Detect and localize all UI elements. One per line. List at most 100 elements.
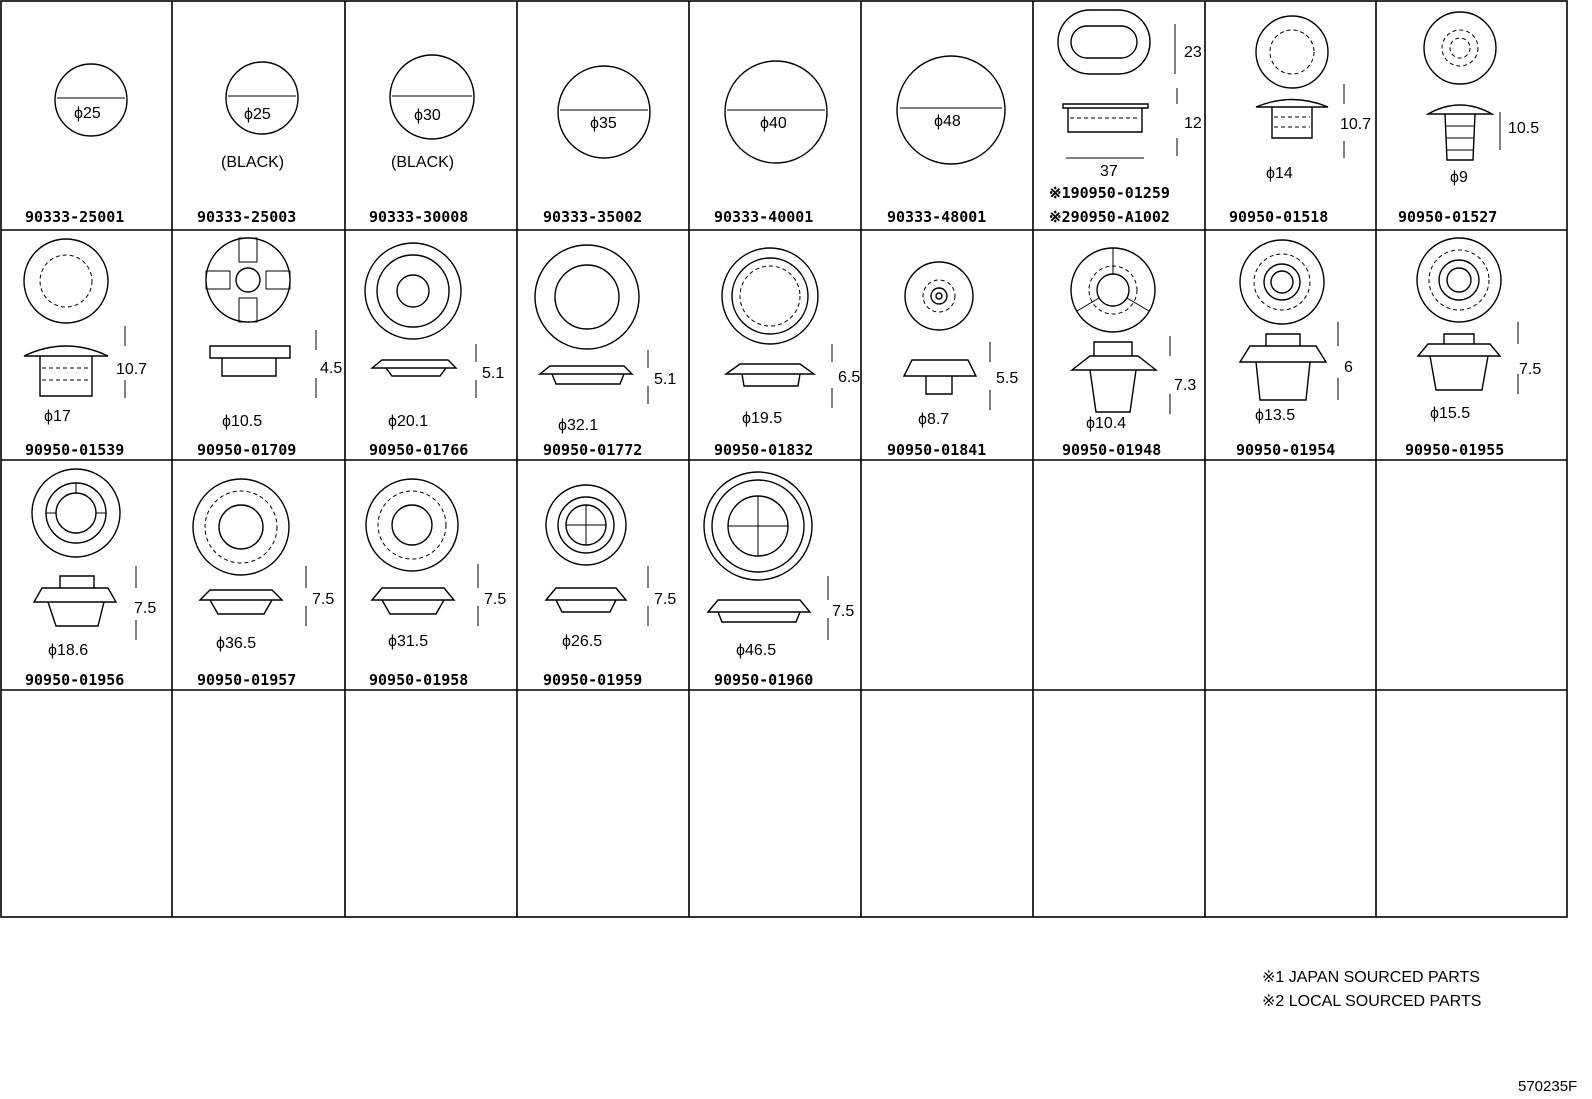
color-note: (BLACK) bbox=[391, 154, 454, 171]
part-cell: ϕ35 90333-35002 bbox=[543, 65, 651, 226]
dimension-label: ϕ35 bbox=[590, 115, 617, 132]
center-hole bbox=[554, 264, 620, 330]
plug-stem-profile bbox=[1444, 113, 1476, 161]
center-hole bbox=[1096, 273, 1130, 307]
part-number: 90950-01956 bbox=[25, 671, 124, 689]
center-ring bbox=[1263, 263, 1301, 301]
plug-side-view bbox=[1416, 333, 1502, 391]
plug-top-view bbox=[557, 65, 651, 159]
dimension-label: ϕ26.5 bbox=[562, 633, 602, 650]
grid-lines bbox=[0, 0, 1568, 918]
part-number: 90333-35002 bbox=[543, 208, 642, 226]
part-number: 90950-01948 bbox=[1062, 441, 1161, 459]
oval-inner bbox=[1070, 25, 1138, 59]
part-cell: ϕ40 90333-40001 bbox=[714, 60, 828, 226]
part-cell: 7.5 ϕ36.5 90950-01957 bbox=[192, 478, 334, 689]
dimension-label: 23 bbox=[1184, 44, 1202, 61]
dimension-label: 7.5 bbox=[484, 591, 506, 608]
plug-side-view bbox=[544, 587, 628, 613]
plug-side-view bbox=[538, 365, 634, 385]
part-number: 90333-30008 bbox=[369, 208, 468, 226]
part-number: 90950-01527 bbox=[1398, 208, 1497, 226]
part-cell: 4.5 ϕ10.5 90950-01709 bbox=[197, 237, 342, 459]
part-number: 90950-01957 bbox=[197, 671, 296, 689]
plug-top-view bbox=[1255, 15, 1329, 89]
part-number: 90950-01518 bbox=[1229, 208, 1328, 226]
dimension-label: ϕ30 bbox=[414, 107, 441, 124]
rib bbox=[265, 270, 291, 290]
dimension-label: 5.5 bbox=[996, 370, 1018, 387]
dimension-label: ϕ48 bbox=[934, 113, 961, 130]
center-hole bbox=[235, 267, 261, 293]
part-number: 90950-01539 bbox=[25, 441, 124, 459]
legend-japan: ※1 JAPAN SOURCED PARTS bbox=[1262, 969, 1480, 986]
part-cell: 23 12 37 ※190950-01259 ※290950-A1002 bbox=[1049, 9, 1202, 226]
hidden-circle bbox=[39, 254, 93, 308]
part-number: ※190950-01259 bbox=[1049, 184, 1170, 202]
plug-top-view bbox=[721, 247, 819, 345]
part-number: 90333-48001 bbox=[887, 208, 986, 226]
part-number: 90333-40001 bbox=[714, 208, 813, 226]
dimension-label: ϕ19.5 bbox=[742, 410, 782, 427]
plug-top-view bbox=[23, 238, 109, 324]
dimension-label: 10.5 bbox=[1508, 120, 1539, 137]
plug-top-view bbox=[54, 63, 128, 137]
part-number: 90950-01959 bbox=[543, 671, 642, 689]
rib-line bbox=[1076, 297, 1100, 312]
part-number: 90950-01841 bbox=[887, 441, 986, 459]
dimension-label: ϕ17 bbox=[44, 408, 71, 425]
legend-local: ※2 LOCAL SOURCED PARTS bbox=[1262, 993, 1482, 1010]
rib bbox=[205, 270, 231, 290]
part-cell: 10.7 ϕ17 90950-01539 bbox=[23, 238, 147, 459]
dimension-label: ϕ32.1 bbox=[558, 417, 598, 434]
plug-side-view bbox=[1069, 341, 1159, 413]
part-cell: 7.5 ϕ26.5 90950-01959 bbox=[543, 484, 676, 689]
dimension-label: 10.7 bbox=[1340, 116, 1371, 133]
color-note: (BLACK) bbox=[221, 154, 284, 171]
plug-top-view bbox=[703, 471, 813, 581]
part-cell: 7.5 ϕ18.6 90950-01956 bbox=[25, 468, 156, 689]
oval-top-view bbox=[1057, 9, 1151, 75]
plug-inner-ring bbox=[557, 496, 615, 554]
part-cell: 10.5 ϕ9 90950-01527 bbox=[1398, 11, 1539, 226]
plug-top-view bbox=[225, 61, 299, 135]
plug-side-view bbox=[1238, 333, 1328, 401]
plug-side-view bbox=[902, 359, 978, 395]
plug-top-view bbox=[724, 60, 828, 164]
part-cell: ϕ30 (BLACK) 90333-30008 bbox=[369, 54, 475, 226]
plug-top-view bbox=[31, 468, 121, 558]
part-cell: 5.1 ϕ20.1 90950-01766 bbox=[364, 242, 504, 459]
part-cell: ϕ48 90333-48001 bbox=[887, 55, 1006, 226]
hidden-circle bbox=[1269, 29, 1315, 75]
dimension-label: 10.7 bbox=[116, 361, 147, 378]
hidden-circle bbox=[739, 265, 801, 327]
hidden-circle bbox=[922, 279, 956, 313]
plug-cap-profile bbox=[1425, 104, 1495, 115]
plug-cap-profile bbox=[23, 345, 109, 357]
part-cell: 6 ϕ13.5 90950-01954 bbox=[1236, 239, 1353, 459]
hidden-circle bbox=[377, 490, 447, 560]
part-number: 90950-01766 bbox=[369, 441, 468, 459]
center-hole bbox=[396, 274, 430, 308]
part-cell: 7.5 ϕ31.5 90950-01958 bbox=[365, 478, 506, 689]
part-number: 90950-01958 bbox=[369, 671, 468, 689]
plug-side-view bbox=[32, 575, 118, 627]
plug-side-view bbox=[706, 599, 812, 623]
plug-top-view bbox=[365, 478, 459, 572]
plug-inner-ring bbox=[731, 257, 809, 335]
plug-top-view bbox=[364, 242, 462, 340]
diagram-reference-code: 570235F bbox=[1518, 1078, 1578, 1095]
dimension-label: ϕ10.5 bbox=[222, 413, 262, 430]
rib bbox=[238, 237, 258, 263]
plug-top-view bbox=[205, 237, 291, 323]
rib-line bbox=[1126, 297, 1150, 312]
center-ring bbox=[930, 287, 948, 305]
plug-top-view bbox=[1416, 237, 1502, 323]
part-number-alt: ※290950-A1002 bbox=[1049, 208, 1170, 226]
part-number: 90333-25003 bbox=[197, 208, 296, 226]
part-cell: 7.5 ϕ46.5 90950-01960 bbox=[703, 471, 854, 689]
dimension-label: 12 bbox=[1184, 115, 1202, 132]
part-cell: 5.1 ϕ32.1 90950-01772 bbox=[534, 244, 676, 459]
center-hole bbox=[1446, 267, 1472, 293]
dimension-label: 6.5 bbox=[838, 369, 860, 386]
